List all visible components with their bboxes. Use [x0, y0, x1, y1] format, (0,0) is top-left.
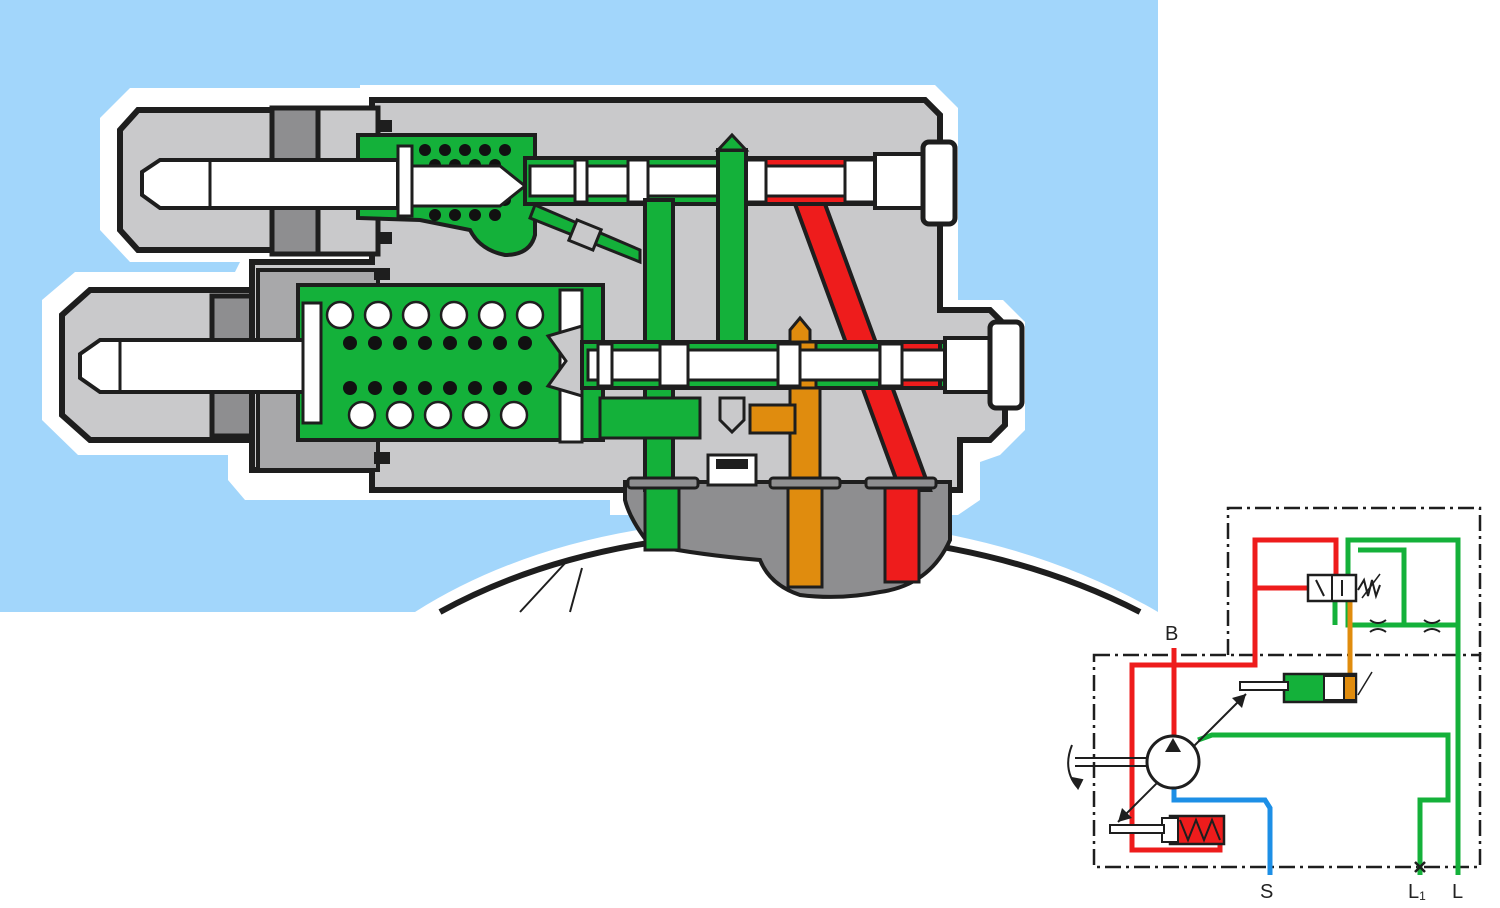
port-label-s: S: [1260, 881, 1273, 903]
schematic-pump-boundary: [1092, 653, 1482, 869]
red-outlet-channel: [883, 480, 921, 584]
red-pressure-lines: [1129, 537, 1339, 853]
spring-icon: [1109, 814, 1226, 846]
port-label-l1: L1: [1408, 881, 1426, 903]
port-label-l: L: [1452, 881, 1463, 903]
upper-poppet: [410, 164, 528, 208]
port-label-b: B: [1165, 623, 1178, 645]
schematic-valve-boundary: [1226, 506, 1482, 655]
green-branch-lower: [598, 396, 702, 440]
port-label-l1-main: L: [1408, 881, 1419, 903]
rotation-arrow-icon: [1067, 744, 1147, 791]
orifice-icon: [1369, 619, 1441, 633]
lower-adjust-screw: [78, 338, 307, 394]
flange-seal: [864, 476, 938, 490]
flange-seal: [626, 476, 700, 490]
flange-seal: [768, 476, 842, 490]
orange-outlet-channel: [786, 480, 824, 589]
lower-spring-seat: [301, 301, 323, 425]
orange-control-passage: [788, 315, 812, 344]
upper-spring-seat: [396, 144, 414, 218]
orange-branch: [748, 403, 797, 435]
valve-cross-section: [0, 0, 1158, 615]
blue-suction-line: [1171, 785, 1273, 875]
pressure-cutoff-valve-icon: [1306, 573, 1381, 603]
hydraulic-schematic: B S L1 L: [1067, 506, 1482, 903]
lower-spring-icon: [325, 300, 545, 430]
orange-vertical-channel: [788, 386, 822, 485]
upper-end-plug: [920, 139, 958, 227]
variable-displacement-pump-icon: [1145, 734, 1201, 790]
casing-detail-line: [519, 559, 569, 613]
port-label-l1-sub: 1: [1419, 889, 1426, 903]
green-channel-center: [716, 148, 748, 352]
control-cylinder-icon: [1239, 671, 1373, 704]
casing-detail-line: [569, 567, 583, 613]
green-outlet-channel: [643, 480, 681, 552]
l1-plug-marker: [1414, 861, 1426, 873]
upper-adjust-screw: [140, 158, 400, 210]
lower-end-plug: [987, 319, 1025, 411]
